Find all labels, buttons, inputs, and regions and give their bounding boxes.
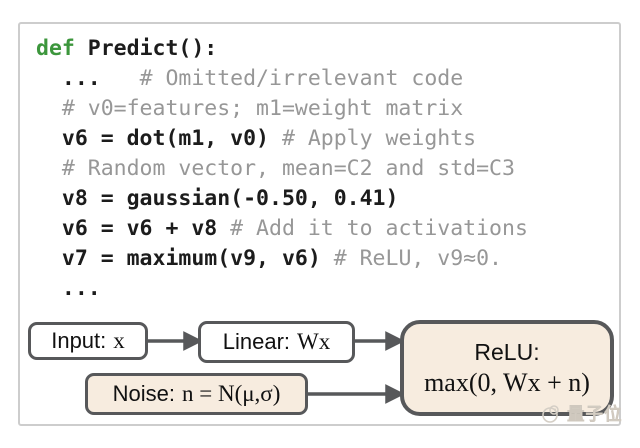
code-token-comment: # v0=features; m1=weight matrix <box>61 96 464 121</box>
relu-node-math: max(0, Wx + n) <box>424 368 590 397</box>
code-token-comment: # Random vector, mean=C2 and std=C3 <box>61 156 515 181</box>
code-token-code: v6 = v6 + v8 <box>36 216 231 241</box>
code-token-comment: # Omitted/irrelevant code <box>139 66 464 91</box>
code-line: v6 = v6 + v8 # Add it to activations <box>36 214 528 244</box>
code-token-comment: # Apply weights <box>281 126 477 151</box>
flow-diagram: Input: x Linear: Wx Noise: n = N(μ,σ) Re… <box>20 24 619 424</box>
input-node: Input: x <box>28 322 148 360</box>
input-node-label: Input: <box>51 328 107 353</box>
code-line: def Predict(): <box>36 34 528 64</box>
noise-node-math: n = N(μ,σ) <box>181 381 281 406</box>
code-token-code: ... <box>36 276 101 301</box>
code-line: # v0=features; m1=weight matrix <box>36 94 528 124</box>
linear-node: Linear: Wx <box>198 321 355 363</box>
noise-node: Noise: n = N(μ,σ) <box>85 373 308 415</box>
noise-node-label: Noise: <box>112 381 175 406</box>
code-token-keyword: def <box>36 36 75 61</box>
figure-frame: def Predict(): ... # Omitted/irrelevant … <box>18 22 621 426</box>
code-line: # Random vector, mean=C2 and std=C3 <box>36 154 528 184</box>
code-block: def Predict(): ... # Omitted/irrelevant … <box>36 34 528 304</box>
code-token-comment: # ReLU, v9≈0. <box>333 246 502 271</box>
relu-node: ReLU: max(0, Wx + n) <box>400 320 614 416</box>
arrowhead-noise-to-relu <box>385 384 405 404</box>
code-token-code: Predict(): <box>74 36 218 61</box>
code-line: v8 = gaussian(-0.50, 0.41) <box>36 184 528 214</box>
linear-node-math: Wx <box>297 329 331 354</box>
linear-node-label: Linear: <box>222 329 291 354</box>
code-token-code: ... <box>36 66 140 91</box>
code-line: v7 = maximum(v9, v6) # ReLU, v9≈0. <box>36 244 528 274</box>
watermark: 量子位 <box>541 401 623 426</box>
mascot-icon <box>542 404 559 423</box>
code-token-code: v6 = dot(m1, v0) <box>36 126 282 151</box>
arrowhead-input-to-linear <box>183 331 203 351</box>
code-token-comment: # Add it to activations <box>230 216 528 241</box>
code-token-code: v7 = maximum(v9, v6) <box>36 246 334 271</box>
code-line: ... # Omitted/irrelevant code <box>36 64 528 94</box>
code-line: ... <box>36 274 528 304</box>
code-token-code: v8 = gaussian(-0.50, 0.41) <box>36 186 399 211</box>
watermark-text: 量子位 <box>567 404 623 424</box>
code-line: v6 = dot(m1, v0) # Apply weights <box>36 124 528 154</box>
relu-node-title: ReLU: <box>474 339 540 365</box>
input-node-math: x <box>113 328 125 353</box>
arrowhead-linear-to-relu <box>385 331 405 351</box>
